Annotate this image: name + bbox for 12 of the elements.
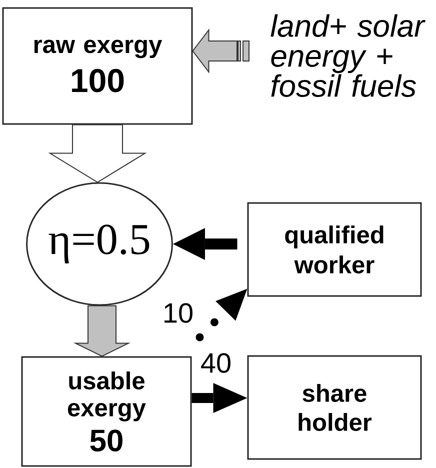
block-arrow xyxy=(48,124,147,183)
edge-label: 40 xyxy=(199,352,233,374)
block-arrow xyxy=(192,28,250,74)
process-box: usable exergy 50 xyxy=(21,356,192,467)
block-arrow xyxy=(73,305,131,357)
process-box: qualified worker xyxy=(247,202,422,297)
arrow xyxy=(172,228,238,260)
process-box: raw exergy 100 xyxy=(2,7,193,125)
arrow xyxy=(192,383,248,413)
side-text: land+ solar energy + fossil fuels xyxy=(270,14,426,97)
process-box: share holder xyxy=(247,355,422,460)
dotted-arrow xyxy=(196,288,248,342)
